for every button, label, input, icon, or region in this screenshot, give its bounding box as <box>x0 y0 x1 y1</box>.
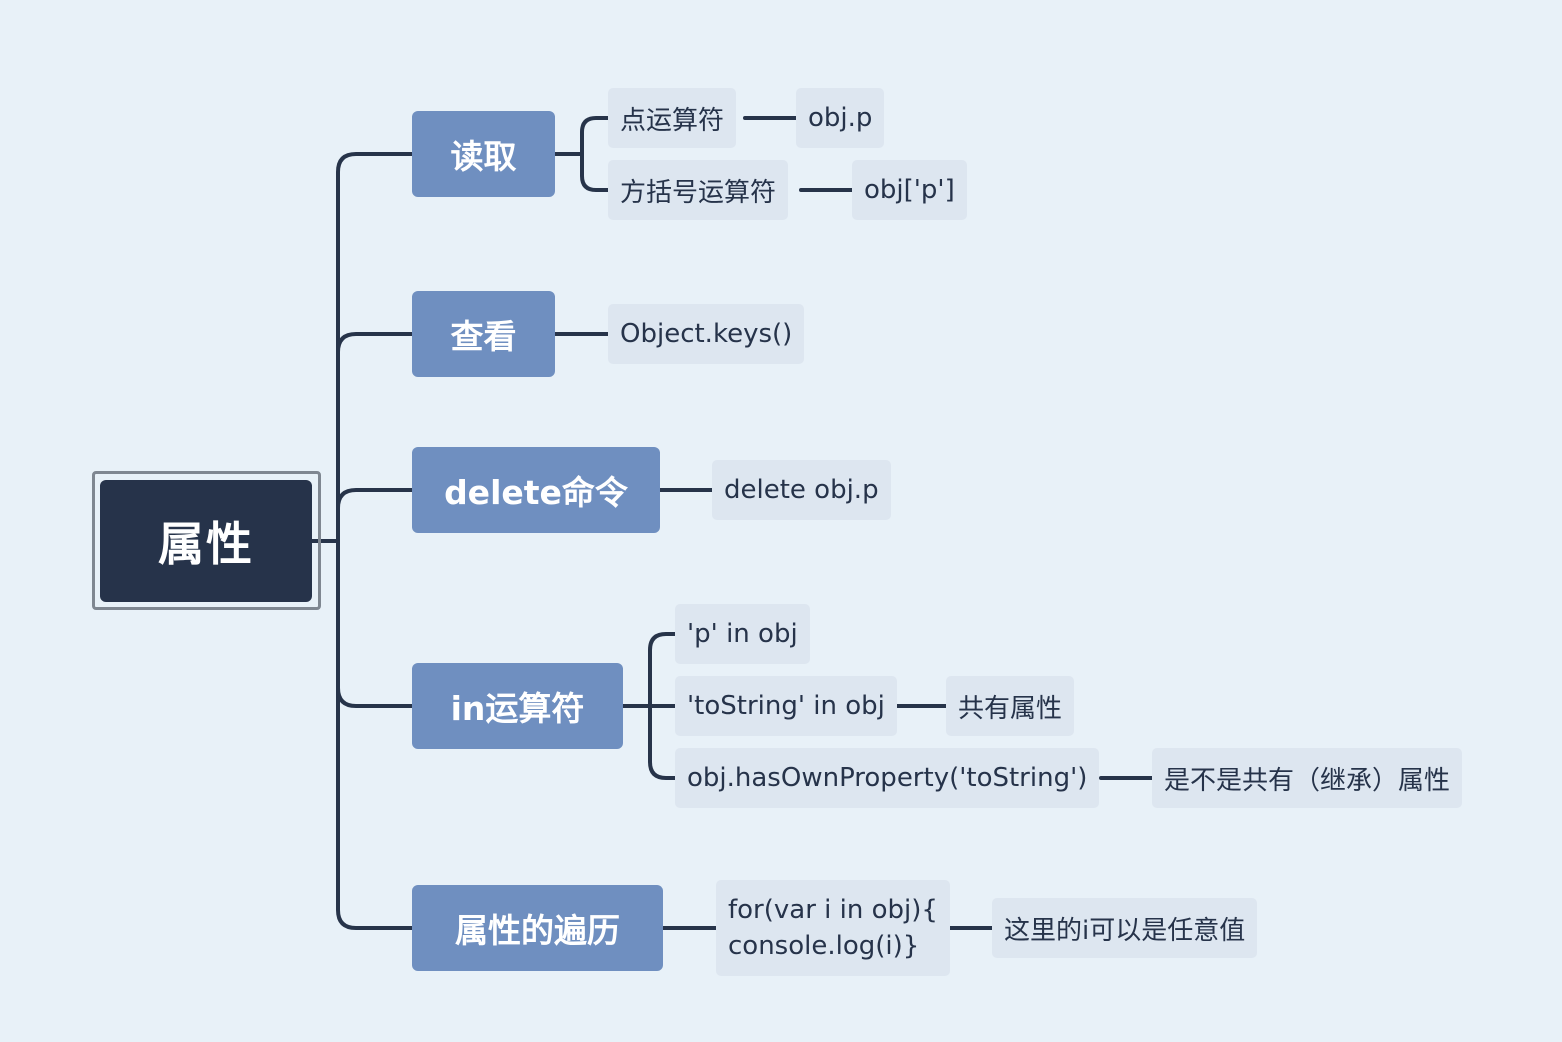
connector-to-delete <box>336 488 414 510</box>
leaf-shared-prop[interactable]: 共有属性 <box>946 676 1075 736</box>
leaf-label-line2: console.log(i)} <box>728 931 920 961</box>
branch-label: 读取 <box>450 137 517 176</box>
leaf-label: 点运算符 <box>620 105 725 136</box>
leaf-is-shared[interactable]: 是不是共有（继承）属性 <box>1152 748 1463 808</box>
leaf-label: obj.hasOwnProperty('toString') <box>687 763 1088 793</box>
connector-duqu-fork <box>580 116 610 192</box>
root-node[interactable]: 属性 <box>100 480 312 602</box>
branch-label: in运算符 <box>450 689 585 728</box>
leaf-label-line1: for(var i in obj){ <box>728 895 938 925</box>
branch-label: 属性的遍历 <box>455 911 620 950</box>
leaf-dot-example[interactable]: obj.p <box>796 88 885 148</box>
branch-traversal[interactable]: 属性的遍历 <box>412 885 663 971</box>
branch-label: 查看 <box>450 317 517 356</box>
branch-delete[interactable]: delete命令 <box>412 447 660 533</box>
leaf-in-tostring[interactable]: 'toString' in obj <box>675 676 897 736</box>
leaf-label: 是不是共有（继承）属性 <box>1164 765 1451 796</box>
leaf-label: 'p' in obj <box>687 619 798 649</box>
connector-to-chakan <box>336 332 414 354</box>
root-label: 属性 <box>158 517 254 571</box>
connector-trunk <box>336 152 414 930</box>
leaf-bracket-example[interactable]: obj['p'] <box>852 160 967 220</box>
leaf-label: obj['p'] <box>864 175 955 205</box>
leaf-label: obj.p <box>808 103 873 133</box>
root-selection-frame <box>92 471 321 610</box>
leaf-label: 这里的i可以是任意值 <box>1004 915 1246 946</box>
leaf-label: Object.keys() <box>620 319 793 349</box>
leaf-label: 方括号运算符 <box>620 177 777 208</box>
leaf-in-p[interactable]: 'p' in obj <box>675 604 810 664</box>
branch-in-operator[interactable]: in运算符 <box>412 663 623 749</box>
leaf-any-value[interactable]: 这里的i可以是任意值 <box>992 898 1258 958</box>
leaf-for-in-code[interactable]: for(var i in obj){ console.log(i)} <box>716 880 950 976</box>
leaf-delete-example[interactable]: delete obj.p <box>712 460 891 520</box>
leaf-dot-operator[interactable]: 点运算符 <box>608 88 737 148</box>
branch-chakan[interactable]: 查看 <box>412 291 555 377</box>
leaf-label: delete obj.p <box>724 475 879 505</box>
branch-duqu[interactable]: 读取 <box>412 111 555 197</box>
leaf-label: 'toString' in obj <box>687 691 885 721</box>
leaf-object-keys[interactable]: Object.keys() <box>608 304 805 364</box>
leaf-has-own[interactable]: obj.hasOwnProperty('toString') <box>675 748 1100 808</box>
connector-to-in <box>336 686 414 708</box>
leaf-label: 共有属性 <box>958 693 1063 724</box>
leaf-bracket-operator[interactable]: 方括号运算符 <box>608 160 789 220</box>
branch-label: delete命令 <box>444 473 628 512</box>
